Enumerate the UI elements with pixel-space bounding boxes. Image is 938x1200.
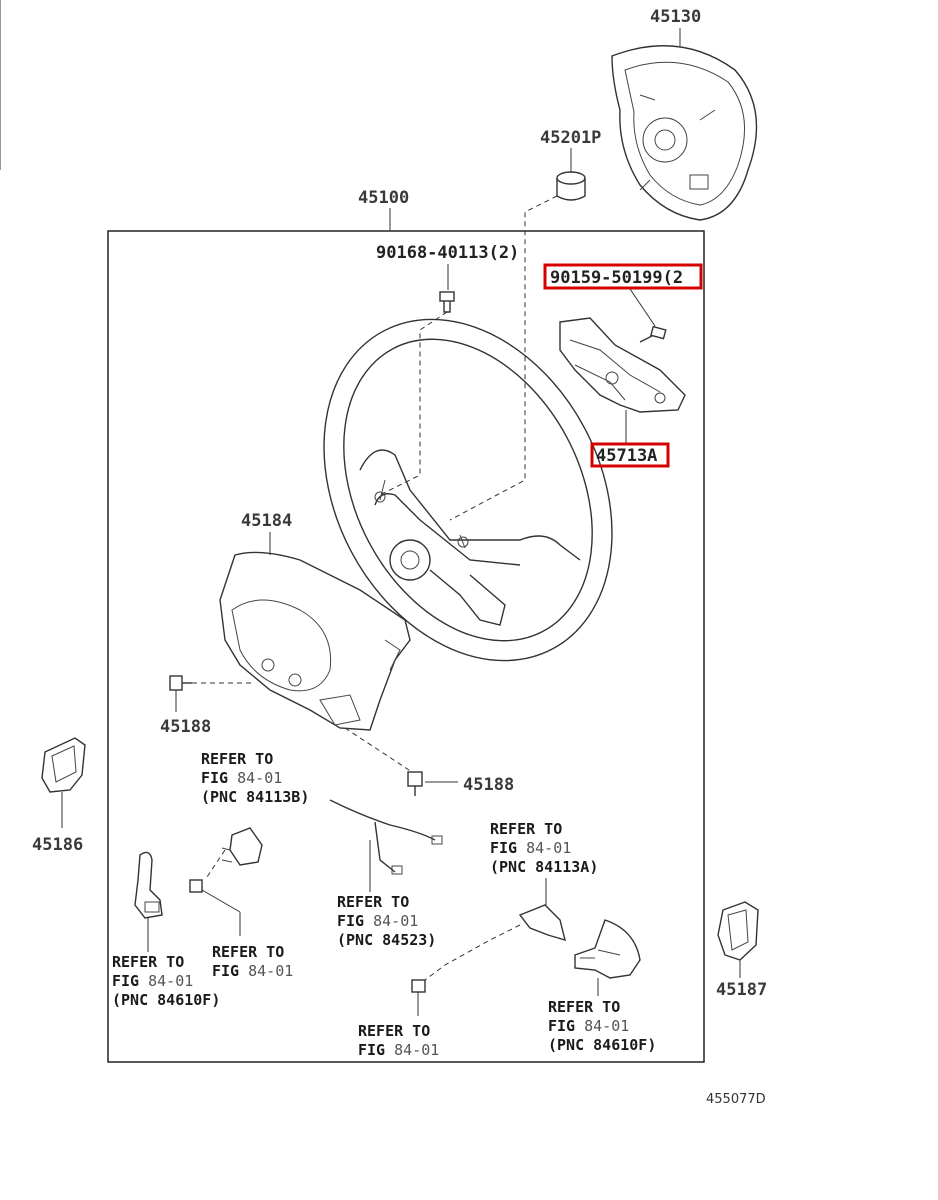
ref-84113b-line2: FIG 84-01 bbox=[201, 769, 282, 787]
screw-45188-left[interactable] bbox=[169, 675, 192, 691]
steering-wheel-45100[interactable] bbox=[267, 269, 669, 711]
part-label-45186[interactable]: 45186 bbox=[32, 835, 83, 855]
cover-45186[interactable] bbox=[41, 737, 86, 793]
ref-note-84113a[interactable]: REFER TO FIG 84-01 (PNC 84113A) bbox=[490, 820, 598, 876]
ref-84610f-left-line3: (PNC 84610F) bbox=[112, 991, 220, 1009]
ref-84610f-left-line1: REFER TO bbox=[112, 953, 184, 971]
spacer-45201p[interactable] bbox=[556, 171, 586, 201]
ref-84523-line2: FIG 84-01 bbox=[337, 912, 418, 930]
ref-note-fig-mid[interactable]: REFER TO FIG 84-01 bbox=[212, 943, 293, 980]
ref-84113b-line1: REFER TO bbox=[201, 750, 273, 768]
dash-switch-right bbox=[424, 924, 521, 981]
wire-harness[interactable] bbox=[329, 799, 443, 875]
part-label-45188-right[interactable]: 45188 bbox=[463, 775, 514, 795]
cover-45713a[interactable] bbox=[559, 317, 686, 413]
ref-note-84523[interactable]: REFER TO FIG 84-01 (PNC 84523) bbox=[337, 893, 436, 949]
assembly-frame bbox=[107, 230, 705, 1063]
dash-45201p bbox=[449, 195, 558, 521]
dash-90168 bbox=[379, 311, 448, 496]
ref-84113a-line3: (PNC 84113A) bbox=[490, 858, 598, 876]
bolt-90159[interactable] bbox=[639, 325, 667, 343]
ref-84523-line1: REFER TO bbox=[337, 893, 409, 911]
ref-note-84610f-right[interactable]: REFER TO FIG 84-01 (PNC 84610F) bbox=[548, 998, 656, 1054]
ref-84523-line3: (PNC 84523) bbox=[337, 931, 436, 949]
ref-84610f-right-line3: (PNC 84610F) bbox=[548, 1036, 656, 1054]
paddle-switch-right[interactable] bbox=[574, 919, 641, 979]
ref-fig-mid-line2: FIG 84-01 bbox=[212, 962, 293, 980]
dash-45188-right bbox=[344, 727, 413, 773]
ref-fig-mid-line1: REFER TO bbox=[212, 943, 284, 961]
paddle-switch-left[interactable] bbox=[134, 851, 163, 919]
ref-note-84610f-left[interactable]: REFER TO FIG 84-01 (PNC 84610F) bbox=[112, 953, 220, 1009]
ref-84610f-right-line2: FIG 84-01 bbox=[548, 1017, 629, 1035]
lower-cover-45184[interactable] bbox=[219, 551, 411, 731]
cover-45187[interactable] bbox=[717, 901, 759, 961]
leader-horn-screw bbox=[201, 889, 241, 913]
ref-84113a-line2: FIG 84-01 bbox=[490, 839, 571, 857]
leader-90159 bbox=[629, 288, 656, 327]
part-label-45201p[interactable]: 45201P bbox=[540, 128, 601, 148]
highlight-90159 bbox=[543, 263, 703, 290]
part-label-90168-40113[interactable]: 90168-40113(2) bbox=[376, 243, 519, 263]
part-label-45188-left[interactable]: 45188 bbox=[160, 717, 211, 737]
ref-fig-bottom-line1: REFER TO bbox=[358, 1022, 430, 1040]
ref-fig-bottom-line2: FIG 84-01 bbox=[358, 1041, 439, 1059]
part-label-45187[interactable]: 45187 bbox=[716, 980, 767, 1000]
ref-note-84113b[interactable]: REFER TO FIG 84-01 (PNC 84113B) bbox=[201, 750, 309, 806]
part-label-45130[interactable]: 45130 bbox=[650, 7, 701, 27]
ref-note-fig-bottom[interactable]: REFER TO FIG 84-01 bbox=[358, 1022, 439, 1059]
screw-45188-right[interactable] bbox=[407, 771, 423, 796]
ref-84610f-right-line1: REFER TO bbox=[548, 998, 620, 1016]
switch-right[interactable] bbox=[518, 904, 566, 942]
part-label-45713a[interactable]: 45713A bbox=[596, 446, 657, 466]
drawing-code: 455077D bbox=[706, 1092, 766, 1107]
screw-horn-switch[interactable] bbox=[189, 879, 203, 893]
part-label-45184[interactable]: 45184 bbox=[241, 511, 292, 531]
screw-switch-right[interactable] bbox=[411, 979, 426, 993]
horn-switch[interactable] bbox=[221, 827, 263, 866]
ref-84113a-line1: REFER TO bbox=[490, 820, 562, 838]
horn-pad-45130[interactable] bbox=[611, 45, 758, 221]
part-label-90159-50199[interactable]: 90159-50199(2 bbox=[550, 268, 683, 288]
highlight-45713a bbox=[590, 442, 670, 468]
ref-84113b-line3: (PNC 84113B) bbox=[201, 788, 309, 806]
part-label-45100[interactable]: 45100 bbox=[358, 188, 409, 208]
ref-84610f-left-line2: FIG 84-01 bbox=[112, 972, 193, 990]
bolt-90168[interactable] bbox=[439, 291, 455, 313]
dash-horn-switch bbox=[204, 849, 226, 881]
